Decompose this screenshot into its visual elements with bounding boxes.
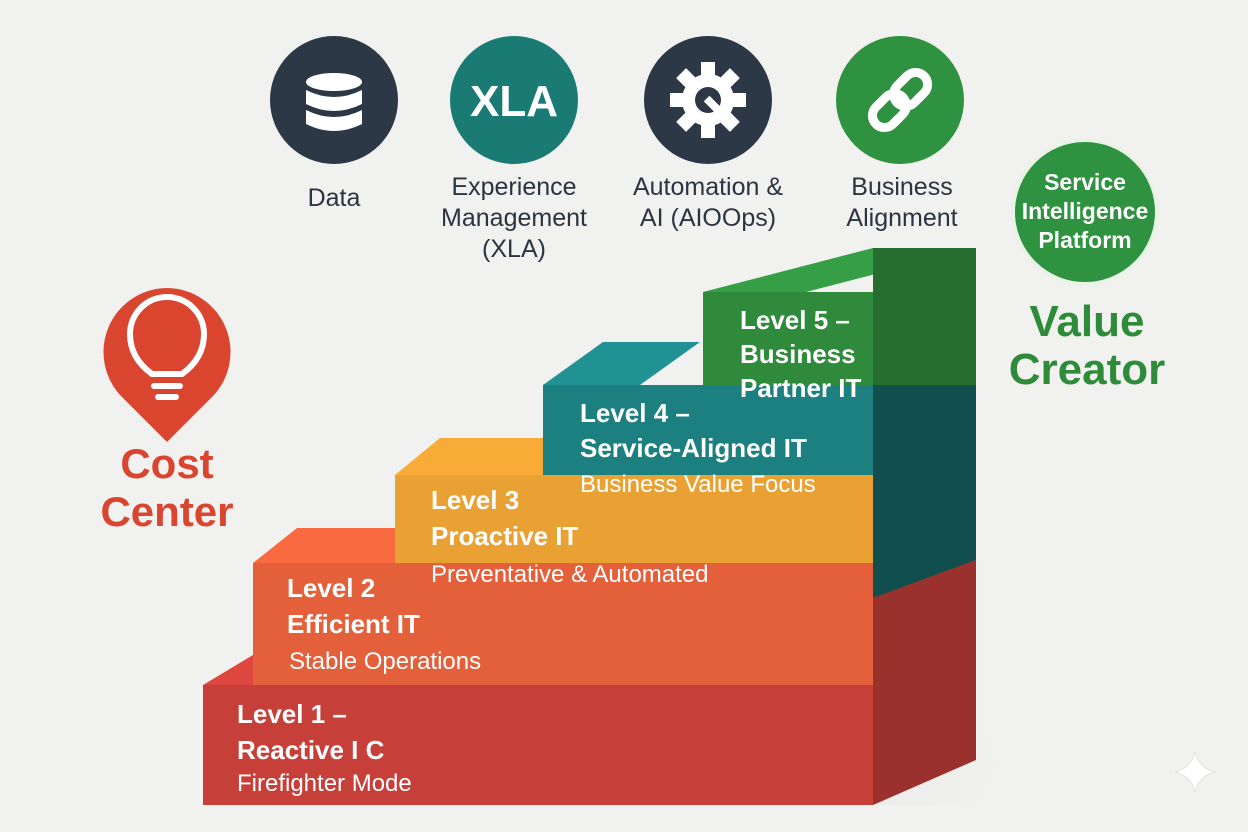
cost-line: Cost — [120, 440, 214, 487]
level3-block-top — [395, 438, 543, 475]
level4-block-top — [543, 342, 700, 385]
chain-link-icon — [836, 36, 964, 164]
level5-line1: Level 5 – — [740, 305, 850, 335]
level5-line2: Business — [740, 339, 856, 369]
level1-line3: Firefighter Mode — [237, 770, 412, 797]
caption-line: Alignment — [846, 204, 958, 232]
database-icon — [270, 36, 398, 164]
level3-line2: Proactive IT — [431, 521, 579, 551]
caption-line: (XLA) — [482, 235, 546, 263]
level5-block-side — [873, 248, 976, 410]
pillar-caption-business: Business Alignment — [808, 172, 996, 234]
platform-badge-label: Service Intelligence Platform — [1013, 168, 1157, 255]
caption-line: Experience — [451, 173, 577, 201]
level2-block-front — [253, 563, 873, 685]
caption-line: AI (AIOOps) — [639, 204, 777, 232]
caption-line: Data — [307, 184, 361, 212]
level3-line1: Level 3 — [431, 485, 520, 515]
lightbulb-icon — [103, 288, 231, 442]
value-line: Creator — [1008, 345, 1166, 394]
caption-line: Business — [851, 173, 953, 201]
cost-line: Center — [100, 488, 234, 535]
badge-line: Intelligence — [1021, 198, 1149, 224]
xla-icon: XLA — [450, 36, 578, 164]
level1-block-side — [873, 560, 976, 805]
badge-line: Service — [1044, 169, 1126, 195]
pillar-caption-automation: Automation & AI (AIOOps) — [608, 172, 808, 234]
level5-line3: Partner IT — [740, 373, 862, 403]
level2-line1: Level 2 — [287, 573, 376, 603]
badge-line: Platform — [1038, 227, 1132, 253]
level1-line1: Level 1 – — [237, 699, 347, 729]
level1-block-top — [203, 655, 253, 685]
level4-line1: Level 4 – — [580, 398, 690, 428]
gear-wrench-icon — [644, 36, 772, 164]
caption-line: Automation & — [632, 173, 784, 201]
pillar-caption-xla: Experience Management (XLA) — [414, 172, 614, 265]
level2-line2: Efficient IT — [287, 609, 420, 639]
level1-line2: Reactive I C — [237, 735, 385, 765]
value-creator-label: Value Creator — [992, 298, 1182, 394]
level2-block-top — [253, 528, 395, 563]
svg-text:XLA: XLA — [470, 77, 558, 126]
caption-line: Management — [441, 204, 587, 232]
cost-center-label: Cost Center — [82, 440, 252, 536]
sparkle-icon — [1174, 751, 1216, 793]
level4-block-side — [873, 385, 976, 600]
level4-line3: Business Value Focus — [580, 471, 816, 498]
pillar-caption-data: Data — [254, 183, 414, 214]
level4-line2: Service-Aligned IT — [580, 433, 807, 463]
platform-badge — [1011, 138, 1159, 286]
value-line: Value — [1029, 297, 1145, 346]
level3-line3: Preventative & Automated — [431, 561, 709, 588]
level1-block-front — [203, 685, 873, 805]
level2-line3: Stable Operations — [289, 648, 482, 675]
